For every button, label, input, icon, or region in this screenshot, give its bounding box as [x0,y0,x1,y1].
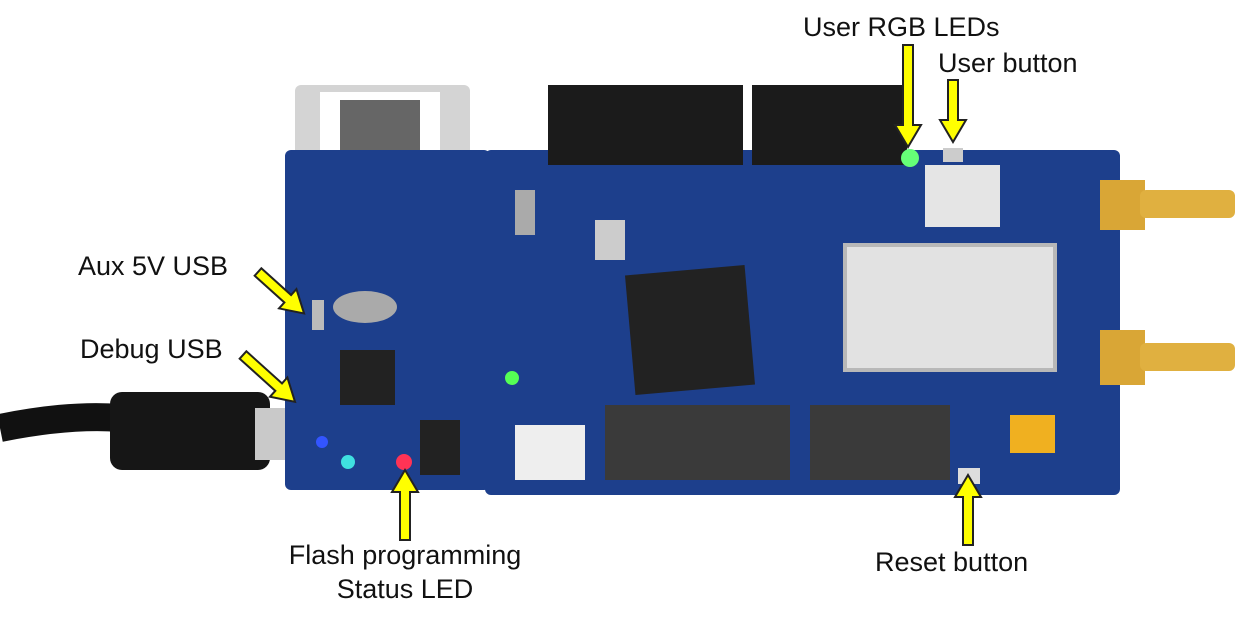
debug-board [285,150,490,490]
analog-header-left [605,405,790,480]
label-reset-button: Reset button [875,547,1029,577]
label-status-led: Status LED [336,574,474,604]
stm32-mcu [624,264,756,396]
digital-header-left [548,85,743,165]
label-debug-usb: Debug USB [80,334,223,364]
user-rgb-led [901,149,919,167]
label-aux-usb: Aux 5V USB [78,251,229,281]
arrow-reset [953,473,983,546]
blue-led [341,455,355,469]
label-user-button: User button [938,48,1078,78]
label-user-rgb-leds: User RGB LEDs [803,12,1000,42]
analog-header-right [810,405,950,480]
green-led [505,371,519,385]
blue-led [316,436,328,448]
aux-usb-connector [312,300,324,330]
sara-module [843,243,1057,372]
arrow-user-rgb [893,44,923,149]
usb-cable [0,392,310,470]
sma-connectors [1100,180,1235,385]
flash-status-led [396,454,412,470]
jumper-header [420,420,460,475]
micro-usb [515,190,535,235]
crystal [333,291,397,323]
annotation-arrows [238,44,983,546]
gps-module [925,165,1000,227]
battery-connector [515,425,585,480]
arrow-debug-usb [238,349,297,404]
arrow-aux-usb [253,266,306,315]
arrow-flash-led [390,468,420,541]
user-button [943,148,963,162]
arrow-user-button [938,79,968,144]
switch [595,220,625,260]
digital-header-right [752,85,907,165]
debug-chip [340,350,395,405]
label-flash-programming: Flash programming [288,540,522,570]
capacitor [1010,415,1055,453]
